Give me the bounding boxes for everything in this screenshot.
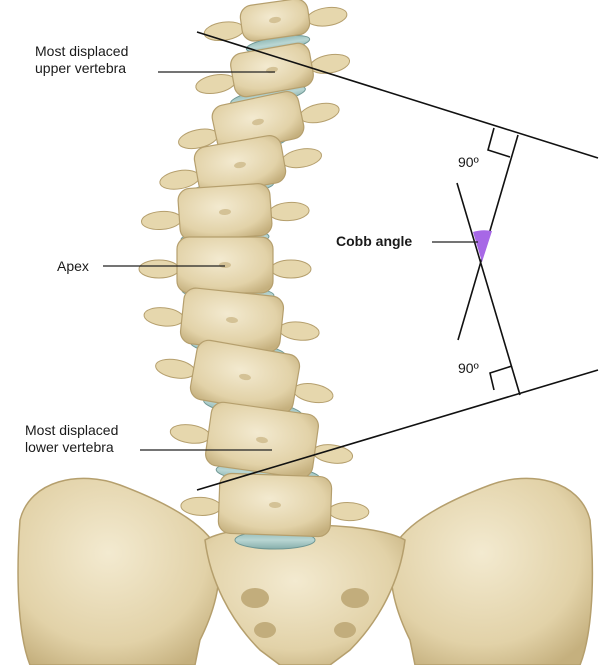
transverse-process [281, 148, 323, 169]
lower-right-angle-marker [489, 365, 513, 391]
vertebra-texture [219, 262, 231, 268]
sacral-foramen [241, 588, 269, 608]
transverse-process [169, 424, 211, 444]
transverse-process [309, 53, 351, 74]
lower-vertebra-label-line2: lower vertebra [25, 439, 114, 455]
upper-vertebra-label-line2: upper vertebra [35, 60, 127, 76]
vertebra-texture [252, 118, 264, 126]
lower-endplate-line [196, 369, 599, 491]
vertebra-texture [239, 373, 251, 381]
transverse-process [292, 383, 334, 404]
apex-label: Apex [57, 258, 89, 274]
right-angle-label-top: 90º [458, 154, 479, 170]
upper-endplate-line [196, 31, 599, 159]
vertebra-texture [256, 436, 268, 444]
cobb-angle-label: Cobb angle [336, 233, 413, 249]
lower-perpendicular-line [456, 182, 521, 396]
transverse-process [180, 496, 222, 516]
transverse-process [268, 201, 310, 222]
sacral-foramen [254, 622, 276, 638]
vertebra-texture [269, 16, 281, 24]
pelvis [17, 477, 594, 666]
vertebral-column [138, 0, 370, 550]
transverse-process [203, 21, 245, 42]
lower-vertebra-label-line1: Most displaced [25, 422, 119, 438]
upper-vertebra-label: Most displaced upper vertebra [35, 43, 128, 77]
vertebra-texture [269, 501, 281, 509]
vertebra-texture [226, 316, 238, 324]
right-angle-label-bottom: 90º [458, 360, 479, 376]
transverse-process [195, 73, 236, 95]
transverse-process [140, 210, 182, 231]
transverse-process [299, 102, 340, 124]
transverse-process [278, 321, 320, 341]
transverse-process [306, 6, 348, 27]
vertebra-texture [219, 208, 231, 216]
leader-lines [103, 71, 478, 451]
vertebra-texture [234, 161, 246, 169]
upper-vertebra-label-line1: Most displaced [35, 43, 129, 59]
transverse-process [270, 259, 312, 279]
transverse-process [138, 259, 180, 279]
sacral-foramen [334, 622, 356, 638]
lower-vertebra-label: Most displaced lower vertebra [25, 422, 118, 456]
upper-right-angle-marker [487, 127, 511, 158]
sacral-foramen [341, 588, 369, 608]
transverse-process [328, 502, 370, 522]
transverse-process [143, 307, 185, 327]
cobb-lines [196, 31, 599, 491]
cobb-angle-indicator [473, 230, 492, 262]
right-iliac-wing [390, 477, 594, 666]
transverse-process [155, 358, 196, 379]
